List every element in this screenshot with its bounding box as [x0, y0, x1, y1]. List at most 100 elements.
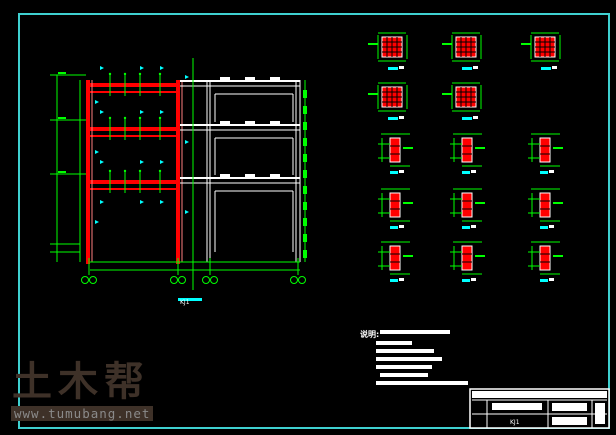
section-label — [471, 225, 476, 228]
callout — [475, 147, 485, 149]
rebar-callout — [160, 110, 164, 114]
section-label — [462, 279, 470, 282]
beam-label — [220, 77, 230, 80]
rebar-callout — [95, 100, 99, 104]
section-concrete — [461, 137, 473, 163]
section-concrete — [389, 245, 401, 271]
leader-dot — [123, 169, 127, 173]
section-label — [399, 170, 404, 173]
beam-section — [450, 241, 485, 282]
rebar-callout — [140, 160, 144, 164]
dimension-label — [303, 90, 307, 98]
rebar-callout — [160, 160, 164, 164]
section-concrete — [539, 245, 551, 271]
callout — [442, 43, 452, 45]
dimension-label — [303, 106, 307, 114]
section-concrete — [389, 192, 401, 218]
note-line — [376, 365, 432, 369]
level-label — [58, 72, 66, 74]
grid-axis-bubble — [210, 276, 218, 284]
column-rebar — [176, 80, 180, 264]
beam-label — [220, 121, 230, 124]
rebar-callout — [160, 200, 164, 204]
column-section — [442, 82, 482, 120]
beam-label — [270, 174, 280, 177]
callout — [368, 93, 378, 95]
section-concrete — [461, 192, 473, 218]
section-label — [473, 116, 478, 119]
leader-dot — [158, 116, 162, 120]
beam-label — [270, 77, 280, 80]
rebar-callout — [140, 66, 144, 70]
section-label — [388, 67, 398, 70]
callout — [475, 255, 485, 257]
section-label — [399, 116, 404, 119]
rebar-callout — [185, 210, 189, 214]
section-label — [541, 67, 551, 70]
frame-elevation — [50, 58, 307, 301]
leader-dot — [158, 169, 162, 173]
title-block-drawing-name: KJ1 — [510, 419, 520, 426]
section-label — [390, 226, 398, 229]
section-label — [549, 278, 554, 281]
beam-label — [245, 121, 255, 124]
section-label — [549, 225, 554, 228]
section-label — [540, 279, 548, 282]
leader-dot — [138, 116, 142, 120]
section-label — [388, 117, 398, 120]
rebar-callout — [140, 110, 144, 114]
note-line — [376, 357, 442, 361]
section-label — [471, 278, 476, 281]
section-label — [399, 278, 404, 281]
section-concrete — [539, 137, 551, 163]
rebar-callout — [185, 75, 189, 79]
rebar-callout — [100, 200, 104, 204]
section-label — [462, 117, 472, 120]
rebar-callout — [185, 140, 189, 144]
callout — [403, 255, 413, 257]
beam-section — [378, 133, 413, 174]
column-section — [442, 32, 482, 70]
section-label — [399, 66, 404, 69]
section-concrete — [539, 192, 551, 218]
leader-dot — [123, 72, 127, 76]
section-label — [540, 171, 548, 174]
callout — [521, 43, 531, 45]
grid-axis-bubble — [81, 276, 89, 284]
column-section — [521, 32, 561, 70]
level-label — [58, 117, 66, 119]
beam-label — [245, 77, 255, 80]
callout — [403, 147, 413, 149]
elevation-title: KJ1 — [180, 299, 190, 306]
section-label — [549, 170, 554, 173]
dimension-label — [303, 250, 307, 258]
title-underline — [178, 298, 202, 301]
grid-axis-bubble — [298, 276, 306, 284]
beam-rebar — [86, 83, 180, 87]
note-line — [376, 349, 434, 353]
note-line — [380, 330, 450, 334]
leader-dot — [138, 72, 142, 76]
note-line — [376, 381, 468, 385]
leader-dot — [158, 72, 162, 76]
dimension-label — [303, 154, 307, 162]
beam-label — [245, 174, 255, 177]
section-label — [540, 226, 548, 229]
rebar-callout — [100, 110, 104, 114]
column-rebar — [86, 80, 90, 264]
beam-section — [528, 188, 563, 229]
section-concrete — [389, 137, 401, 163]
rebar-callout — [160, 66, 164, 70]
dimension-label — [303, 202, 307, 210]
callout — [475, 202, 485, 204]
rebar-callout — [100, 66, 104, 70]
leader-dot — [108, 116, 112, 120]
grid-axis-bubble — [89, 276, 97, 284]
callout — [403, 202, 413, 204]
section-label — [471, 170, 476, 173]
beam-rebar — [86, 180, 180, 184]
level-label — [58, 171, 66, 173]
leader-dot — [138, 169, 142, 173]
